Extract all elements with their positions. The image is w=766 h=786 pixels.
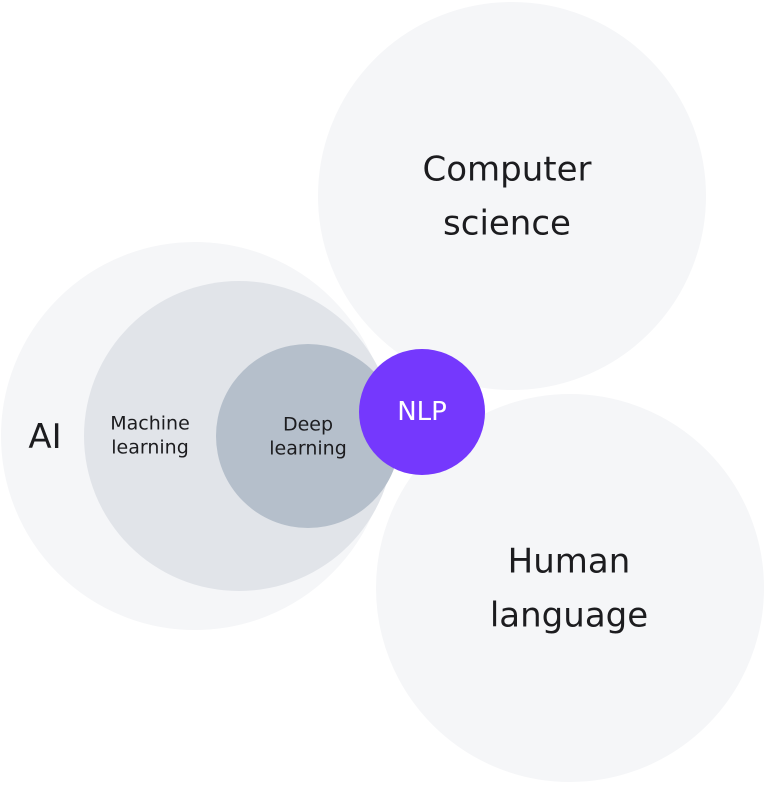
machine-learning-label: Machine learning — [110, 412, 190, 458]
deep-learning-label: Deep learning — [269, 413, 347, 459]
human-language-label: Human language — [489, 541, 649, 636]
nlp-label: NLP — [397, 396, 447, 427]
computer-science-circle — [314, 0, 710, 394]
computer-science-label: Computer science — [422, 149, 592, 244]
ai-label: AI — [28, 416, 62, 457]
nlp-circle — [359, 349, 485, 475]
